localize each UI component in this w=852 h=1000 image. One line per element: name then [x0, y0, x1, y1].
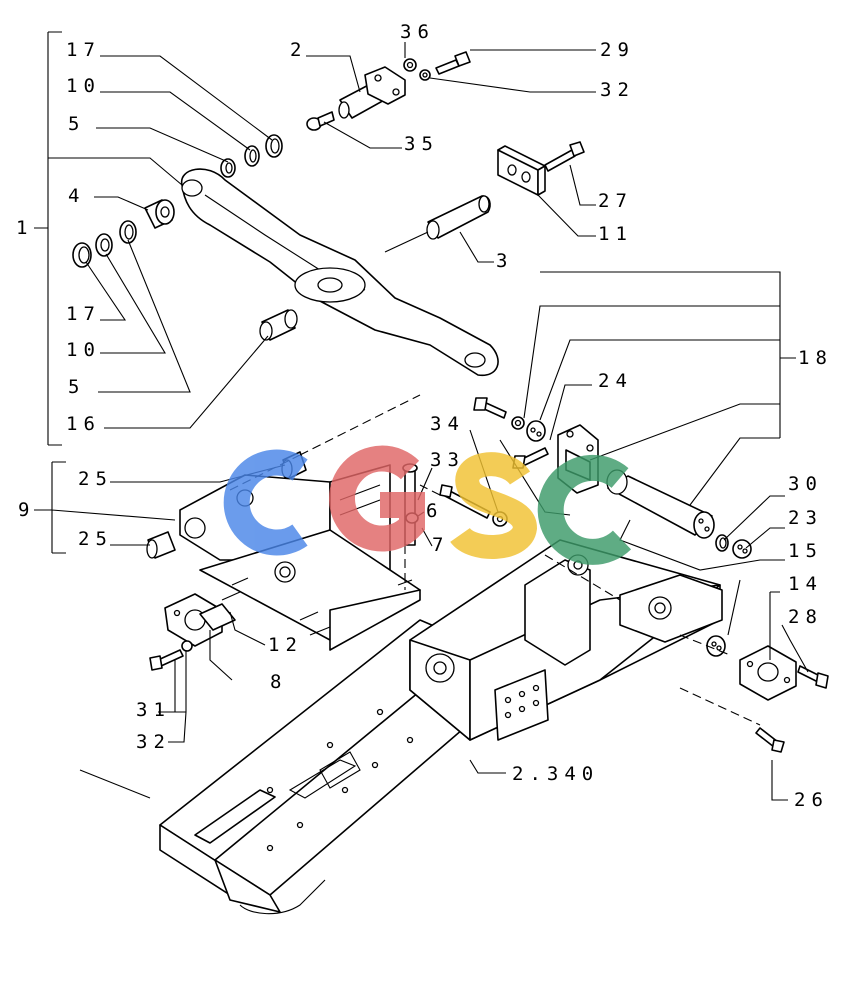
watermark-letter-g-red [329, 445, 425, 552]
callout-24: 24 [598, 370, 633, 392]
rings-left-lower [72, 220, 137, 268]
callout-2: 2 [290, 39, 307, 61]
callout-18: 18 [798, 347, 833, 369]
flange-8 [164, 593, 236, 647]
bushing-16 [259, 309, 298, 341]
callout-31: 31 [136, 699, 171, 721]
grease-nipple-35 [306, 111, 335, 131]
callout-33: 33 [430, 449, 465, 471]
chassis-frame [79, 539, 723, 915]
callout-4: 4 [68, 185, 85, 207]
watermark-logo [223, 445, 632, 565]
callout-7: 7 [432, 534, 449, 556]
callout-12: 12 [268, 634, 303, 656]
fasteners-29-32-36 [403, 51, 471, 81]
callout-11: 11 [598, 223, 633, 245]
pivot-pin-2 [338, 66, 406, 119]
callout-6: 6 [426, 500, 443, 522]
callout-28: 28 [788, 606, 823, 628]
leader-lines [34, 31, 809, 801]
callout-25-upper: 25 [78, 468, 113, 490]
callout-29: 29 [600, 39, 635, 61]
callout-32-lower: 32 [136, 731, 171, 753]
callout-2-340: 2.340 [512, 763, 599, 785]
callout-17-upper: 17 [66, 39, 101, 61]
callout-17-lower: 17 [66, 303, 101, 325]
callout-labels: 17 10 5 4 1 17 10 5 16 2 36 29 32 35 27 … [16, 21, 833, 811]
callout-23: 23 [788, 507, 823, 529]
bolt-31 [149, 640, 193, 671]
rings-30-23 [715, 534, 752, 559]
callout-9: 9 [18, 499, 35, 521]
callout-5-upper: 5 [68, 113, 85, 135]
callout-14: 14 [788, 573, 823, 595]
bolt-28 [797, 665, 829, 689]
callout-5-lower: 5 [68, 376, 85, 398]
callout-1: 1 [16, 217, 33, 239]
bolt-26 [755, 727, 785, 753]
callout-8: 8 [270, 671, 287, 693]
callout-32-upper: 32 [600, 79, 635, 101]
bushing-4 [144, 199, 175, 229]
plate-11 [497, 141, 585, 196]
linkage-arm [181, 168, 499, 376]
bushing-25-lower [146, 531, 176, 559]
callout-26: 26 [794, 789, 829, 811]
callout-35: 35 [404, 133, 439, 155]
callout-36: 36 [400, 21, 435, 43]
callout-3: 3 [496, 250, 513, 272]
callout-10-upper: 10 [66, 75, 101, 97]
callout-10-lower: 10 [66, 339, 101, 361]
watermark-letter-s-yellow [450, 452, 538, 559]
watermark-letter-c-green [537, 454, 632, 565]
callout-16: 16 [66, 413, 101, 435]
cap-14 [706, 635, 797, 701]
callout-34: 34 [430, 413, 465, 435]
callout-25-lower: 25 [78, 528, 113, 550]
rings-left-upper [220, 134, 283, 178]
pin-3 [384, 195, 491, 253]
callout-30: 30 [788, 473, 823, 495]
callout-15: 15 [788, 540, 823, 562]
callout-27: 27 [598, 190, 633, 212]
watermark-letter-c-blue [223, 449, 308, 556]
shaft-18 [606, 469, 715, 539]
